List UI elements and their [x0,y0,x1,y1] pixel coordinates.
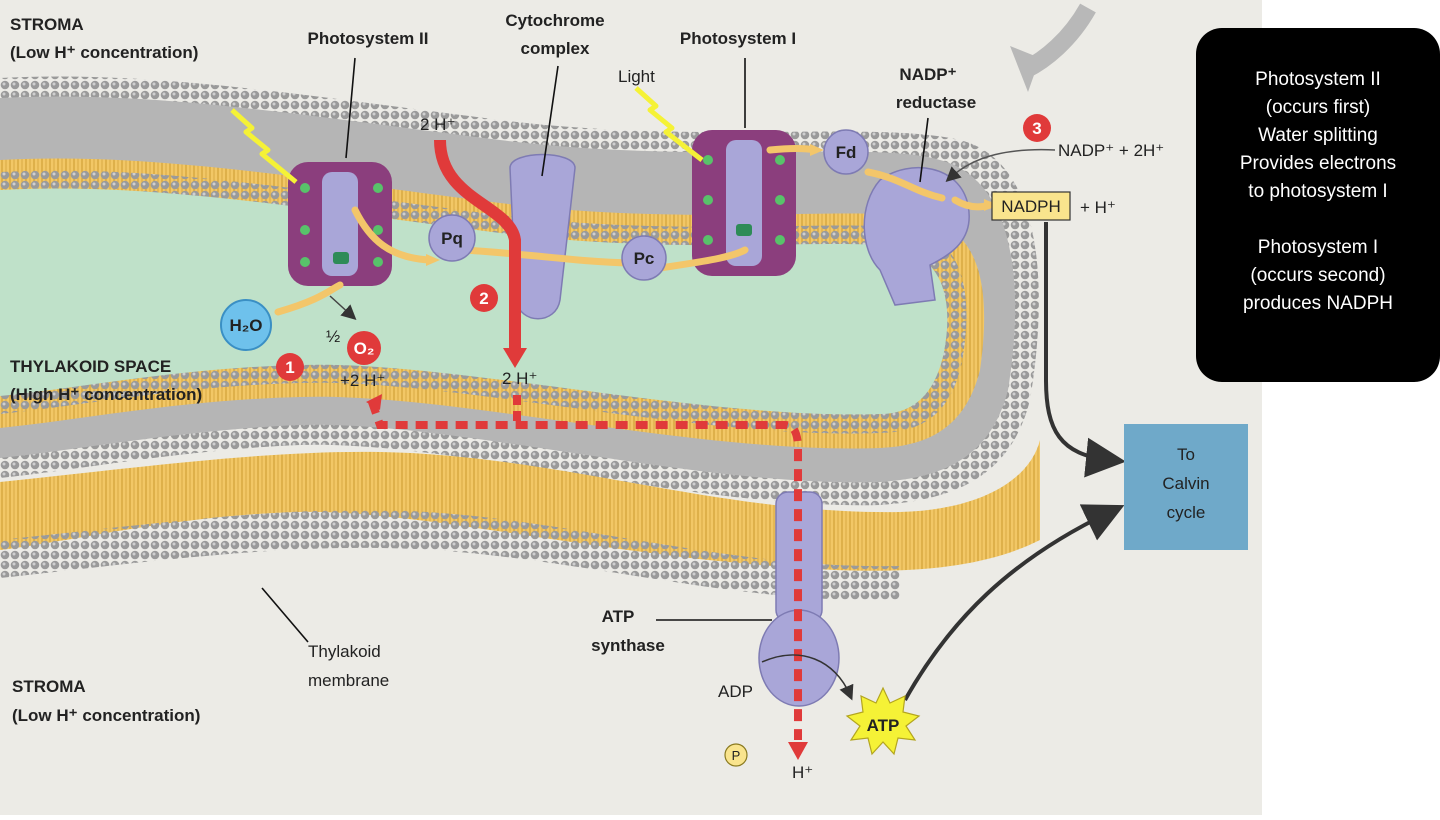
atp-label: ATP [867,716,900,735]
leader-lines [261,57,929,643]
cytochrome-label-1: Cytochrome [505,11,604,30]
stroma-bottom-label: STROMA [12,677,86,696]
thylakoid-membrane-label-1: Thylakoid [308,642,381,661]
thylakoid-space-sub-label: (High H⁺ concentration) [10,385,202,404]
thylakoid-membrane-label-2: membrane [308,671,389,690]
light-bolt-icon [634,86,704,162]
calvin-line-1: To [1177,445,1195,464]
nadph-label: NADPH [1001,197,1061,216]
note-line: Water splitting [1258,125,1378,146]
stroma-bottom-sub-label: (Low H⁺ concentration) [12,706,200,725]
pq-carrier [428,214,476,262]
note-line: to photosystem I [1248,181,1388,202]
calvin-line-2: Calvin [1162,474,1209,493]
photosystem-i-complex [692,130,796,276]
atp-burst [845,686,921,756]
note-line: (occurs second) [1250,265,1386,286]
plus-2h-label: +2 H⁺ [340,371,385,390]
h-plus-label: H⁺ [792,763,813,782]
pq-label: Pq [441,229,463,248]
pc-label: Pc [634,249,655,268]
atp-synthase-label-1: ATP [602,607,635,626]
nadp-reductase-label-1: NADP⁺ [899,65,956,84]
atp-synthase-label-2: synthase [591,636,665,655]
light-label: Light [618,67,655,86]
plus-h-label: + H⁺ [1080,198,1116,217]
stroma-top-sub-label: (Low H⁺ concentration) [10,43,198,62]
step-marker-3: 3 [1023,114,1051,142]
step-marker-2: 2 [470,284,498,312]
two-h-top-label: 2 H⁺ [420,115,455,134]
note-line: Photosystem II [1255,69,1381,90]
calvin-cycle-box [1124,424,1248,550]
two-h-mid-label: 2 H⁺ [502,369,537,388]
o2-label: O₂ [354,339,375,358]
atp-to-calvin-arrow [903,504,1125,701]
electron-transport-path [274,145,994,316]
nadph-box [991,191,1071,221]
fd-label: Fd [836,143,857,162]
cytochrome-label-2: complex [521,39,591,58]
note-line: (occurs first) [1265,97,1371,118]
phosphate-icon [724,743,748,767]
cytochrome-complex-shape [509,153,576,320]
pc-carrier [621,235,667,281]
svg-text:2: 2 [479,289,488,308]
note-line: produces NADPH [1243,293,1393,314]
adp-label: ADP [718,682,753,701]
proton-pump-arrow [434,139,521,352]
calvin-line-3: cycle [1167,503,1206,522]
thylakoid-space-label: THYLAKOID SPACE [10,357,171,376]
adp-to-atp-arrow [761,654,854,701]
nadp-plus-2h-label: NADP⁺ + 2H⁺ [1058,141,1164,160]
photosystem-ii-complex [288,162,392,286]
note-line: Provides electrons [1239,153,1397,174]
h2o-label: H₂O [229,316,262,335]
fd-carrier [823,129,869,175]
nadp-reductase-shape [863,167,970,306]
stroma-top-label: STROMA [10,15,84,34]
proton-gradient-path [368,400,802,740]
light-bolt-icon [230,108,298,184]
svg-text:3: 3 [1032,119,1041,138]
nadp-input-arrow [945,148,1056,183]
nadph-to-calvin-arrow [1044,222,1126,478]
step-marker-1: 1 [276,353,304,381]
nadp-reductase-label-2: reductase [896,93,976,112]
photosystem-ii-label: Photosystem II [308,29,429,48]
photosystem-i-label: Photosystem I [680,29,796,48]
half-label: ½ [326,327,340,346]
explanation-note: Photosystem II (occurs first) Water spli… [1196,28,1440,382]
water-split-arrow [329,295,357,321]
oxygen-molecule [347,331,381,365]
water-molecule [220,299,272,351]
phosphate-label: P [732,748,741,763]
note-line: Photosystem I [1257,237,1379,258]
svg-text:1: 1 [285,358,294,377]
